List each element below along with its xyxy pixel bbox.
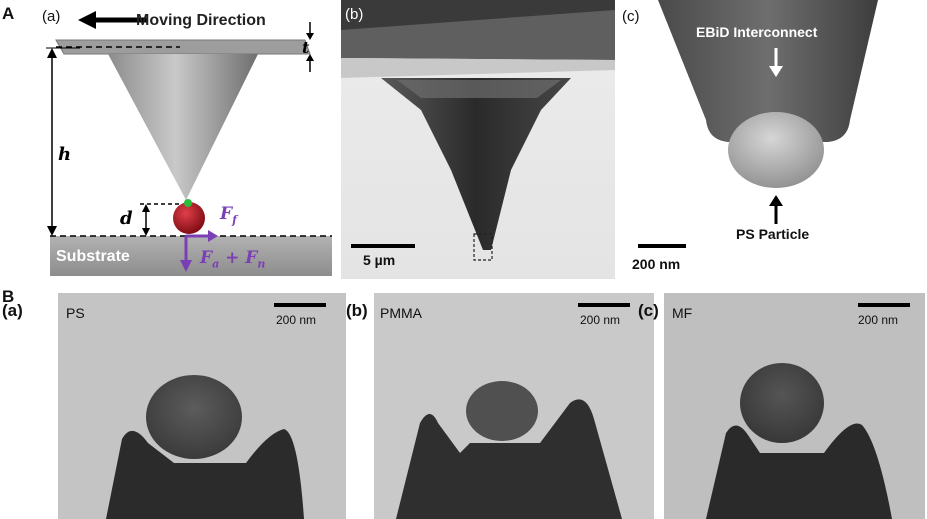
scale-bar-label: 200 nm: [580, 313, 621, 327]
material-label: PMMA: [380, 305, 422, 321]
scale-bar-label: 200 nm: [858, 313, 899, 327]
sem-interconnect-image: [618, 0, 927, 282]
moving-direction-label: Moving Direction: [136, 12, 266, 29]
scale-bar-label: 5 µm: [363, 252, 396, 268]
particle-label: PS Particle: [736, 226, 810, 242]
scale-bar: [351, 244, 415, 248]
force-plus: + F: [219, 248, 258, 268]
panel-label: (a): [42, 8, 61, 25]
left-arrow-icon: [78, 11, 148, 29]
sem-ps-image: [106, 375, 304, 519]
material-label: MF: [672, 305, 693, 321]
normal-force-label: Fa + Fn: [200, 248, 265, 270]
scale-bar-label: 200 nm: [276, 313, 317, 327]
sem-frame: PS 200 nm: [58, 293, 346, 519]
panel-b-sem-image: (b) 5 µm: [341, 0, 615, 279]
thickness-symbol: t: [302, 38, 310, 57]
panel-label: (b): [346, 301, 368, 320]
force-subscript: f: [232, 213, 237, 227]
friction-force-label: Ff: [220, 204, 237, 226]
force-symbol: F: [200, 248, 213, 268]
panel-label: (c): [638, 301, 659, 320]
down-arrow-icon: [769, 48, 783, 77]
height-symbol: h: [58, 144, 72, 165]
panel-mf: (c) MF 200 nm: [638, 293, 927, 519]
panel-label: (c): [622, 8, 640, 25]
panel-label: (b): [345, 6, 364, 23]
interconnect-label: EBiD Interconnect: [696, 24, 818, 40]
sem-frame: PMMA 200 nm: [374, 293, 654, 519]
panel-a-schematic: (a) Moving Direction: [20, 0, 338, 282]
panel-c-sem-image: (c) EBiD Interconnect PS Particle 200 nm: [618, 0, 927, 282]
sem-mf-image: [706, 363, 892, 519]
scale-bar: [578, 303, 630, 307]
scale-bar-label: 200 nm: [632, 256, 681, 272]
scale-bar: [638, 244, 686, 248]
afm-tip-drawing: [46, 22, 332, 276]
panel-pmma: (b) PMMA 200 nm: [346, 293, 656, 519]
force-subscript: n: [257, 257, 266, 271]
panel-label: (a): [2, 301, 23, 320]
force-symbol: F: [220, 204, 233, 224]
scale-bar: [858, 303, 910, 307]
sem-frame: MF 200 nm: [664, 293, 925, 519]
section-a-label: A: [2, 4, 15, 23]
distance-symbol: d: [120, 208, 133, 229]
substrate-label: Substrate: [56, 248, 130, 265]
sem-pmma-image: [396, 381, 622, 519]
material-label: PS: [66, 305, 85, 321]
up-arrow-icon: [769, 195, 783, 224]
force-subscript: a: [212, 257, 220, 271]
panel-ps: (a) PS 200 nm: [0, 293, 360, 519]
scale-bar: [274, 303, 326, 307]
sem-tip-image: [341, 0, 615, 279]
section-b-label: B: [2, 287, 15, 306]
